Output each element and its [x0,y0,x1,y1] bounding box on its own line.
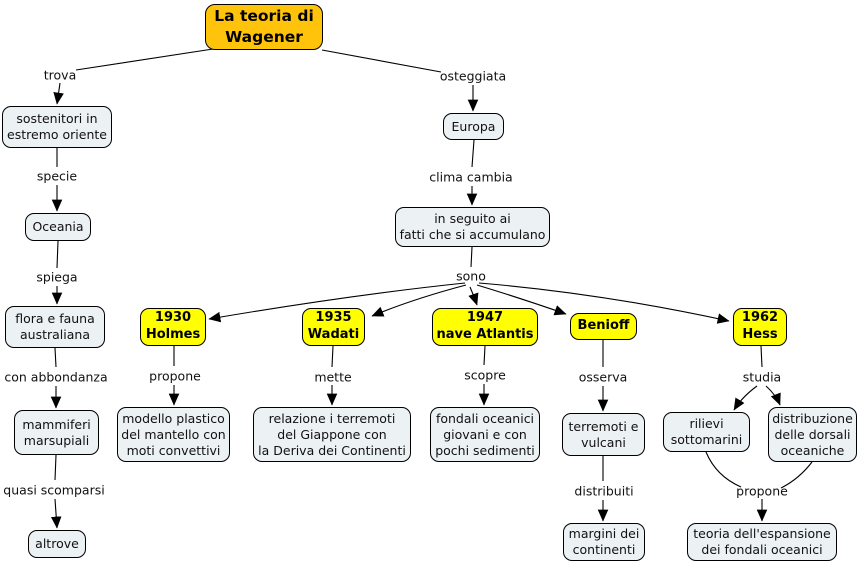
arrow-lines [50,82,781,529]
node-sostenitori-estremo-oriente[interactable]: sostenitori in estremo oriente [2,106,112,148]
node-1962-hess[interactable]: 1962 Hess [733,308,787,346]
plain-lines [54,48,813,489]
node-benioff[interactable]: Benioff [570,313,637,340]
node-fatti-che-si-accumulano[interactable]: in seguito ai fatti che si accumulano [395,207,550,247]
node-teoria-espansione-fondali[interactable]: teoria dell'espansione dei fondali ocean… [687,523,837,561]
node-relazione-terremoti-giappone[interactable]: relazione i terremoti del Giappone con l… [253,407,411,462]
node-la-teoria-di-wagener[interactable]: La teoria di Wagener [205,4,323,50]
link-label-con-abbondanza[interactable]: con abbondanza [4,369,108,385]
node-margini-dei-continenti[interactable]: margini dei continenti [563,523,645,561]
node-rilievi-sottomarini[interactable]: rilievi sottomarini [663,412,750,452]
node-1930-holmes[interactable]: 1930 Holmes [140,308,206,346]
node-modello-plastico-mantello[interactable]: modello plastico del mantello con moti c… [117,407,230,462]
link-label-spiega[interactable]: spiega [36,269,78,285]
node-mammiferi-marsupiali[interactable]: mammiferi marsupiali [14,410,99,455]
link-label-sono[interactable]: sono [456,268,486,284]
node-fondali-oceanici-giovani[interactable]: fondali oceanici giovani e con pochi sed… [430,407,540,462]
link-label-clima-cambia[interactable]: clima cambia [429,169,513,185]
link-label-quasi-scomparsi[interactable]: quasi scomparsi [3,482,105,498]
node-oceania[interactable]: Oceania [25,213,91,241]
link-label-distribuiti[interactable]: distribuiti [574,483,634,499]
link-label-trova[interactable]: trova [43,67,77,83]
link-label-osteggiata[interactable]: osteggiata [439,68,507,84]
node-altrove[interactable]: altrove [28,530,86,558]
link-label-studia[interactable]: studia [742,369,782,385]
link-label-scopre[interactable]: scopre [464,367,506,383]
node-flora-e-fauna-australiana[interactable]: flora e fauna australiana [5,306,105,348]
link-label-specie[interactable]: specie [36,168,78,184]
link-label-propone-holmes[interactable]: propone [149,368,201,384]
link-label-propone-hess[interactable]: propone [736,483,788,499]
node-1935-wadati[interactable]: 1935 Wadati [302,308,365,346]
node-distribuzione-dorsali-oceaniche[interactable]: distribuzione delle dorsali oceaniche [768,407,857,462]
node-1947-nave-atlantis[interactable]: 1947 nave Atlantis [432,308,538,346]
link-label-mette[interactable]: mette [314,369,352,385]
node-europa[interactable]: Europa [443,113,504,140]
link-label-osserva[interactable]: osserva [578,369,628,385]
node-terremoti-e-vulcani[interactable]: terremoti e vulcani [562,413,645,456]
